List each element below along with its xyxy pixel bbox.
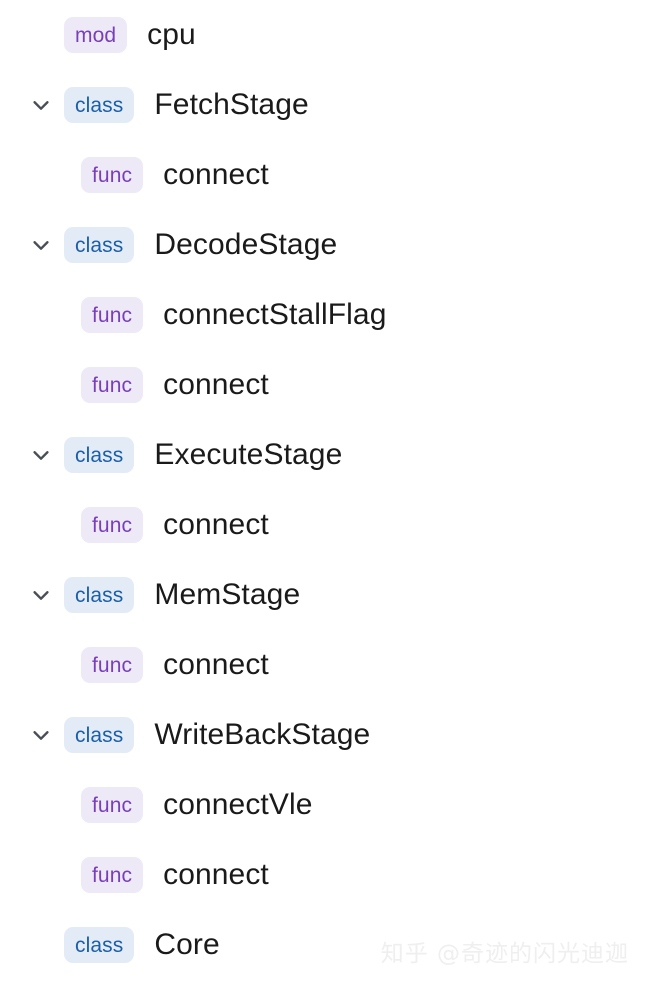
badge-slot: class xyxy=(64,577,135,613)
symbol-name-label: connect xyxy=(163,648,269,681)
symbol-name-label: cpu xyxy=(147,18,196,51)
outline-row[interactable]: class MemStage xyxy=(0,560,647,630)
symbol-kind-badge-func: func xyxy=(81,157,144,193)
outline-row[interactable]: class WriteBackStage xyxy=(0,700,647,770)
badge-slot: func xyxy=(81,857,144,893)
badge-slot: func xyxy=(81,647,144,683)
outline-row[interactable]: func connect xyxy=(0,840,647,910)
chevron-down-icon[interactable] xyxy=(18,700,64,770)
outline-row[interactable]: class FetchStage xyxy=(0,70,647,140)
symbol-kind-badge-class: class xyxy=(64,927,135,963)
symbol-name-label: connectStallFlag xyxy=(163,298,387,331)
symbol-name-label: connect xyxy=(163,508,269,541)
symbol-name-label: DecodeStage xyxy=(154,228,338,261)
badge-slot: mod xyxy=(64,17,128,53)
symbol-kind-badge-class: class xyxy=(64,717,135,753)
symbol-name-label: MemStage xyxy=(154,578,301,611)
symbol-name-label: connect xyxy=(163,368,269,401)
symbol-kind-badge-func: func xyxy=(81,297,144,333)
symbol-kind-badge-class: class xyxy=(64,437,135,473)
outline-row[interactable]: class Core xyxy=(0,910,647,980)
symbol-kind-badge-class: class xyxy=(64,227,135,263)
badge-slot: func xyxy=(81,507,144,543)
badge-slot: func xyxy=(81,787,144,823)
outline-row[interactable]: func connectVle xyxy=(0,770,647,840)
badge-slot: class xyxy=(64,437,135,473)
watermark: 知乎 @奇迹的闪光迪迦 xyxy=(380,941,629,967)
symbol-kind-badge-func: func xyxy=(81,367,144,403)
chevron-down-icon[interactable] xyxy=(18,560,64,630)
symbol-kind-badge-class: class xyxy=(64,577,135,613)
outline-row[interactable]: func connect xyxy=(0,630,647,700)
symbol-name-label: FetchStage xyxy=(154,88,309,121)
outline-row[interactable]: func connectStallFlag xyxy=(0,280,647,350)
badge-slot: func xyxy=(81,297,144,333)
outline-row[interactable]: func connect xyxy=(0,140,647,210)
chevron-down-icon xyxy=(30,444,52,466)
chevron-down-icon xyxy=(30,234,52,256)
chevron-down-icon xyxy=(30,584,52,606)
badge-slot: func xyxy=(81,367,144,403)
symbol-name-label: WriteBackStage xyxy=(154,718,371,751)
symbol-name-label: Core xyxy=(154,928,220,961)
outline-row[interactable]: class ExecuteStage xyxy=(0,420,647,490)
chevron-down-icon[interactable] xyxy=(18,70,64,140)
symbol-name-label: connect xyxy=(163,158,269,191)
badge-slot: class xyxy=(64,227,135,263)
symbol-kind-badge-func: func xyxy=(81,507,144,543)
chevron-down-icon xyxy=(30,94,52,116)
badge-slot: func xyxy=(81,157,144,193)
symbol-name-label: ExecuteStage xyxy=(154,438,343,471)
outline-row[interactable]: class DecodeStage xyxy=(0,210,647,280)
badge-slot: class xyxy=(64,927,135,963)
outline-row[interactable]: func connect xyxy=(0,350,647,420)
symbol-kind-badge-func: func xyxy=(81,647,144,683)
symbol-kind-badge-class: class xyxy=(64,87,135,123)
symbol-kind-badge-func: func xyxy=(81,857,144,893)
badge-slot: class xyxy=(64,87,135,123)
badge-slot: class xyxy=(64,717,135,753)
chevron-down-icon[interactable] xyxy=(18,210,64,280)
symbol-name-label: connectVle xyxy=(163,788,313,821)
symbol-kind-badge-func: func xyxy=(81,787,144,823)
symbol-kind-badge-mod: mod xyxy=(64,17,128,53)
chevron-down-icon[interactable] xyxy=(18,420,64,490)
chevron-down-icon xyxy=(30,724,52,746)
symbol-name-label: connect xyxy=(163,858,269,891)
outline-row[interactable]: func connect xyxy=(0,490,647,560)
